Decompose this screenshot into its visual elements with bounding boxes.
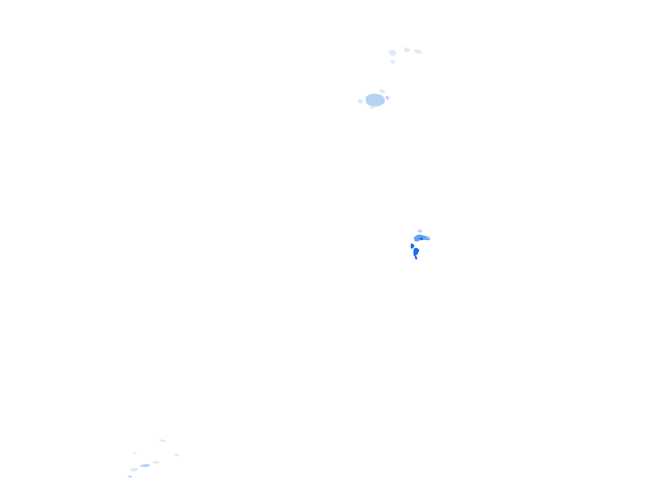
echo-blob [417, 229, 423, 233]
echo-blob [369, 105, 375, 109]
echo-cluster-north [357, 89, 390, 109]
echo-blob [426, 235, 431, 239]
echo-blob [419, 237, 424, 241]
echo-blob [357, 98, 364, 104]
echo-blob [414, 255, 418, 260]
echo-blob [385, 95, 390, 100]
echo-blob [403, 47, 411, 53]
echo-blob [413, 247, 420, 257]
echo-blob [151, 460, 160, 464]
echo-blob [413, 49, 423, 54]
echo-blob [173, 453, 180, 457]
echo-blob [410, 243, 415, 249]
echo-blob [129, 467, 139, 472]
echo-cluster-southwest [127, 439, 180, 478]
echo-blob [388, 49, 397, 56]
echo-blob [127, 475, 133, 478]
echo-blob [132, 451, 137, 455]
echo-blob [390, 59, 396, 64]
echo-blob [139, 463, 151, 468]
echo-blob [365, 93, 385, 107]
echo-cluster-center [410, 229, 431, 260]
echo-blob [379, 89, 386, 94]
echo-blob [159, 439, 166, 443]
echo-cluster-north-trace [388, 47, 423, 64]
